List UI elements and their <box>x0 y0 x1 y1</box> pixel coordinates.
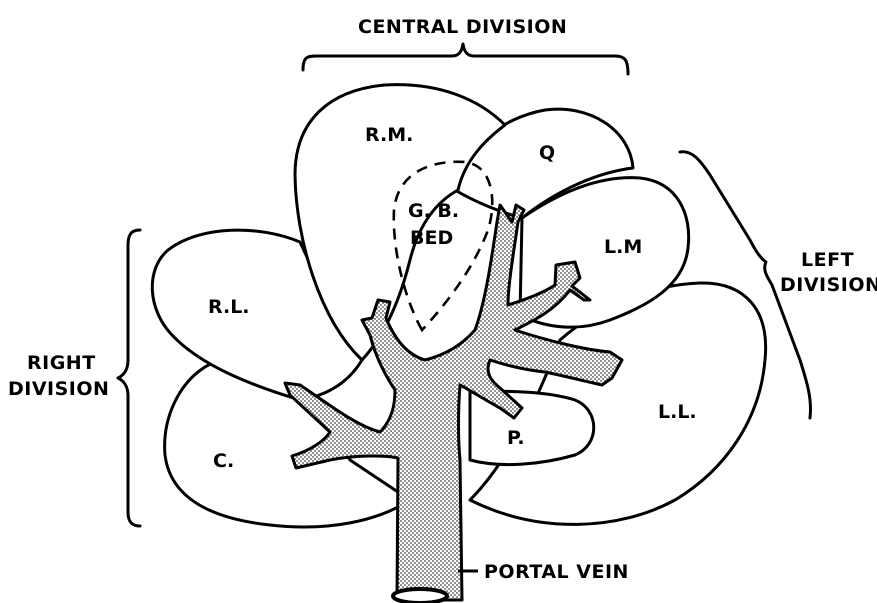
label-caudate: C. <box>213 450 234 472</box>
portal-vein-end <box>393 589 447 603</box>
label-left-division-line1: LEFT <box>801 249 854 271</box>
label-left-division-line2: DIVISION <box>780 274 877 296</box>
label-right-lateral: R.L. <box>208 296 250 318</box>
right-division-bracket <box>118 230 140 526</box>
label-left-medial: L.M <box>604 236 642 258</box>
label-right-division-line1: RIGHT <box>27 352 96 374</box>
label-right-medial: R.M. <box>365 124 413 146</box>
label-posterior: P. <box>507 427 525 449</box>
label-right-division-line2: DIVISION <box>8 378 109 400</box>
label-gb-bed-line1: G. B. <box>408 200 459 222</box>
label-gb-bed-line2: BED <box>410 227 453 249</box>
label-quadrate: Q <box>539 142 555 164</box>
label-central-division: CENTRAL DIVISION <box>358 16 567 38</box>
label-portal-vein: PORTAL VEIN <box>484 561 629 583</box>
central-division-bracket <box>303 44 628 74</box>
label-left-lateral: L.L. <box>658 401 697 423</box>
